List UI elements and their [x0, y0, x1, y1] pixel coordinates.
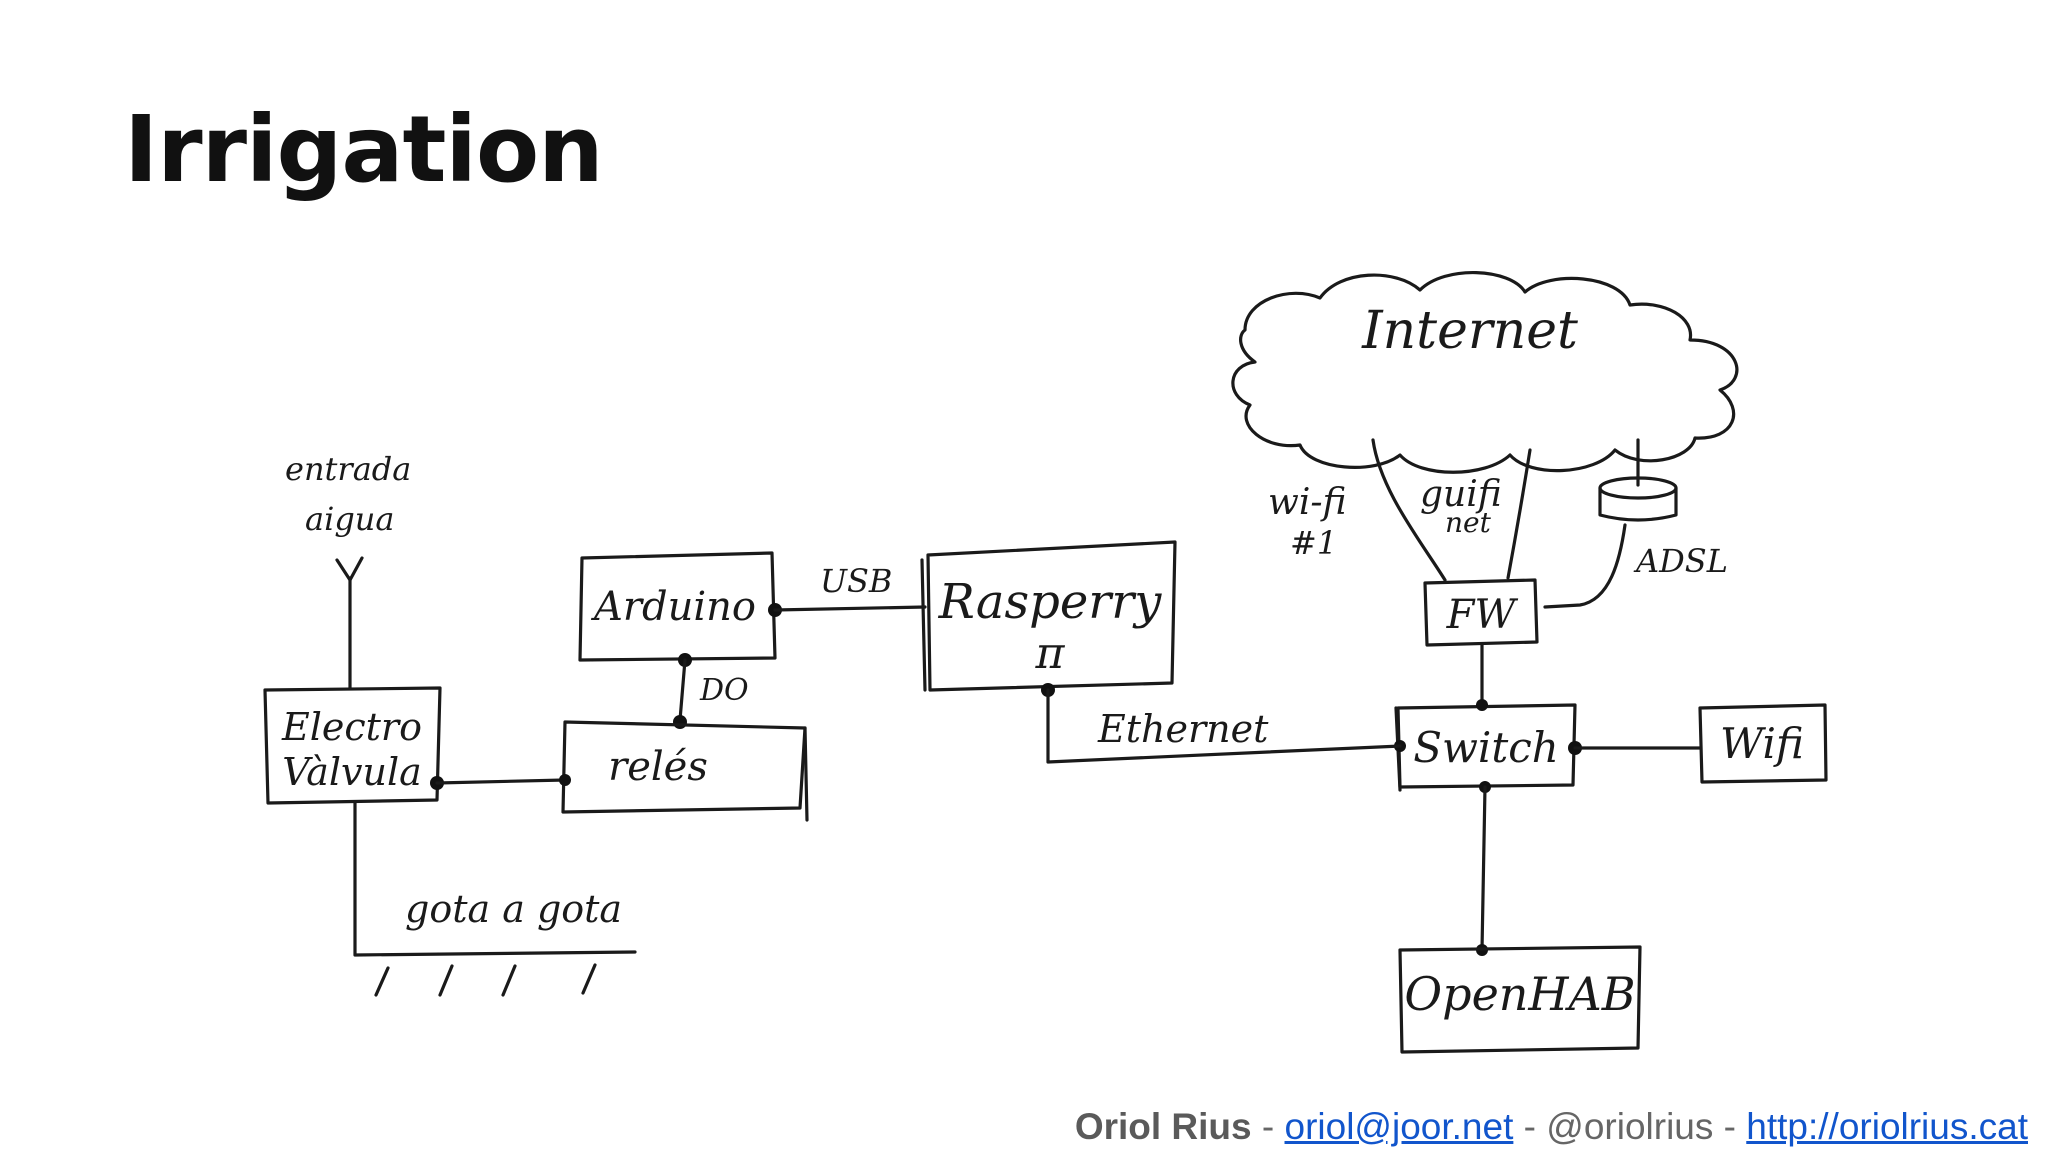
- arduino-label: Arduino: [590, 584, 756, 630]
- guifi-link: [1506, 448, 1532, 580]
- ethernet-link: [1046, 688, 1402, 764]
- internet-cloud: Internet: [1231, 271, 1739, 474]
- fw-box: FW: [1423, 578, 1539, 647]
- wifi1-label-line1: wi-fi: [1268, 482, 1347, 523]
- wifi-ap-box: Wifi: [1698, 703, 1828, 784]
- electrovalvula-label-line1: Electro: [281, 705, 422, 749]
- electrovalvula-box: Electro Vàlvula: [263, 686, 442, 805]
- wifi1-link: [1371, 438, 1447, 582]
- fw-label: FW: [1446, 592, 1519, 638]
- switch-label: Switch: [1413, 723, 1559, 772]
- guifi-label-line2: net: [1445, 506, 1492, 539]
- ethernet-label: Ethernet: [1097, 707, 1269, 751]
- wifi1-label-line2: #1: [1290, 524, 1337, 562]
- footer-separator: -: [1251, 1106, 1285, 1147]
- do-link: [678, 658, 687, 722]
- do-label: DO: [699, 673, 749, 708]
- openhab-label: OpenHAB: [1404, 967, 1635, 1021]
- fw-switch-port: [1476, 699, 1488, 711]
- water-inlet-symbol: [335, 556, 364, 582]
- adsl-modem-icon: [1598, 476, 1678, 522]
- switch-box: Switch: [1394, 703, 1577, 792]
- water-inlet-label-line2: aigua: [305, 500, 394, 538]
- drip-label: gota a gota: [405, 887, 622, 931]
- switch-openhab-link: [1480, 785, 1487, 952]
- relay-valve-port: [559, 774, 571, 786]
- valve-relay-link: [435, 778, 567, 785]
- footer-credits: Oriol Rius - oriol@joor.net - @oriolrius…: [1075, 1106, 2028, 1148]
- footer-email-link[interactable]: oriol@joor.net: [1284, 1106, 1514, 1147]
- guifi-label-line1: guifi: [1420, 474, 1502, 515]
- adsl-label: ADSL: [1633, 542, 1728, 580]
- electrovalvula-label-line2: Vàlvula: [282, 750, 422, 794]
- footer-separator: -: [1713, 1106, 1747, 1147]
- footer-url-link[interactable]: http://oriolrius.cat: [1746, 1106, 2028, 1147]
- usb-label: USB: [820, 562, 892, 600]
- footer-author: Oriol Rius: [1074, 1106, 1252, 1147]
- reles-do-port: [673, 715, 687, 729]
- footer-handle: @oriolrius: [1546, 1106, 1714, 1147]
- adsl-link-lower: [1543, 523, 1627, 609]
- raspberry-pi-box: Rasperry π: [920, 540, 1177, 692]
- raspberry-label-line2: π: [1035, 628, 1066, 679]
- slide-title: Irrigation: [124, 96, 604, 203]
- usb-link: [773, 605, 927, 612]
- wifi-ap-label: Wifi: [1720, 719, 1804, 768]
- openhab-box: OpenHAB: [1398, 945, 1642, 1054]
- raspberry-label-line1: Rasperry: [938, 574, 1163, 630]
- reles-box: relés: [561, 720, 809, 822]
- arduino-box: Arduino: [578, 551, 777, 662]
- internet-label: Internet: [1361, 301, 1578, 361]
- drip-pipe: [353, 801, 637, 957]
- drip-emitters: [374, 963, 597, 997]
- footer-separator: -: [1513, 1106, 1547, 1147]
- water-inlet-label-line1: entrada: [285, 450, 411, 488]
- reles-label: relés: [608, 744, 708, 790]
